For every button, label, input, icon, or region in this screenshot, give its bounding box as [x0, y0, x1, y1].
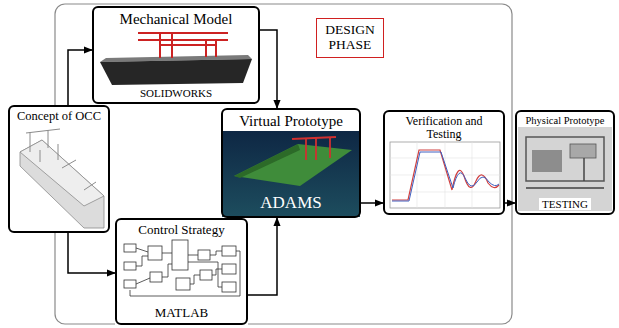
flow-arrow [68, 50, 92, 105]
box-title: DESIGN PHASE [320, 23, 380, 53]
tool-name: TESTING [539, 198, 591, 210]
verification-box: Verification and Testing [383, 110, 505, 215]
grid-lines [390, 142, 500, 208]
box-ground [8, 105, 110, 233]
tool-name: SOLIDWORKS [137, 87, 215, 99]
box-ground [115, 218, 248, 325]
tool-name: MATLAB [152, 306, 211, 320]
box-title: Virtual Prototype [239, 113, 343, 130]
flow-arrow [361, 202, 383, 204]
title-band [222, 109, 360, 131]
box-title: Concept of OCC [17, 110, 101, 124]
ship-model [100, 32, 252, 85]
box-title: Physical Prototype [525, 115, 604, 127]
box-title: Control Strategy [138, 223, 224, 237]
flow-arrow [260, 30, 277, 108]
flow-arrow [505, 202, 515, 204]
prototype-box: Virtual PrototypeADAMS [221, 108, 361, 218]
phase-label: DESIGN PHASE [316, 18, 384, 58]
rig-frame [526, 137, 604, 181]
crane-frame [292, 137, 336, 160]
ship-hull [100, 59, 252, 85]
model-box: Mechanical ModelSOLIDWORKS [92, 6, 260, 104]
render-ground [222, 131, 360, 217]
rig-part [532, 150, 562, 172]
concept-sketch [20, 129, 104, 228]
rig-base [526, 187, 604, 189]
crane-frame [138, 32, 228, 58]
physical-box: Physical PrototypeTESTING [515, 110, 615, 215]
boat-side [234, 144, 300, 178]
boat-hull [234, 144, 352, 186]
simulink-diagram [124, 240, 240, 296]
measured-curve [392, 150, 499, 200]
box-title: Mechanical Model [120, 11, 233, 28]
photo-ground [518, 127, 612, 211]
response-chart [390, 142, 500, 208]
test-rig-photo [518, 127, 612, 211]
flow-arrow [68, 233, 115, 273]
rig-post [583, 158, 585, 181]
crane-sketch [26, 129, 96, 190]
plot-frame [390, 142, 500, 208]
rig-part [570, 144, 596, 158]
simulated-curve [392, 152, 499, 201]
tool-name: ADAMS [260, 194, 321, 213]
vessel-deck [20, 140, 104, 206]
control-box: Control StrategyMATLAB [115, 218, 248, 325]
concept-box: Concept of OCC [8, 105, 110, 233]
phase-outline [55, 4, 512, 324]
box-title: Verification and Testing [388, 115, 500, 141]
adams-render [222, 109, 360, 217]
vessel-body [20, 140, 104, 228]
flow-arrow [248, 218, 277, 295]
